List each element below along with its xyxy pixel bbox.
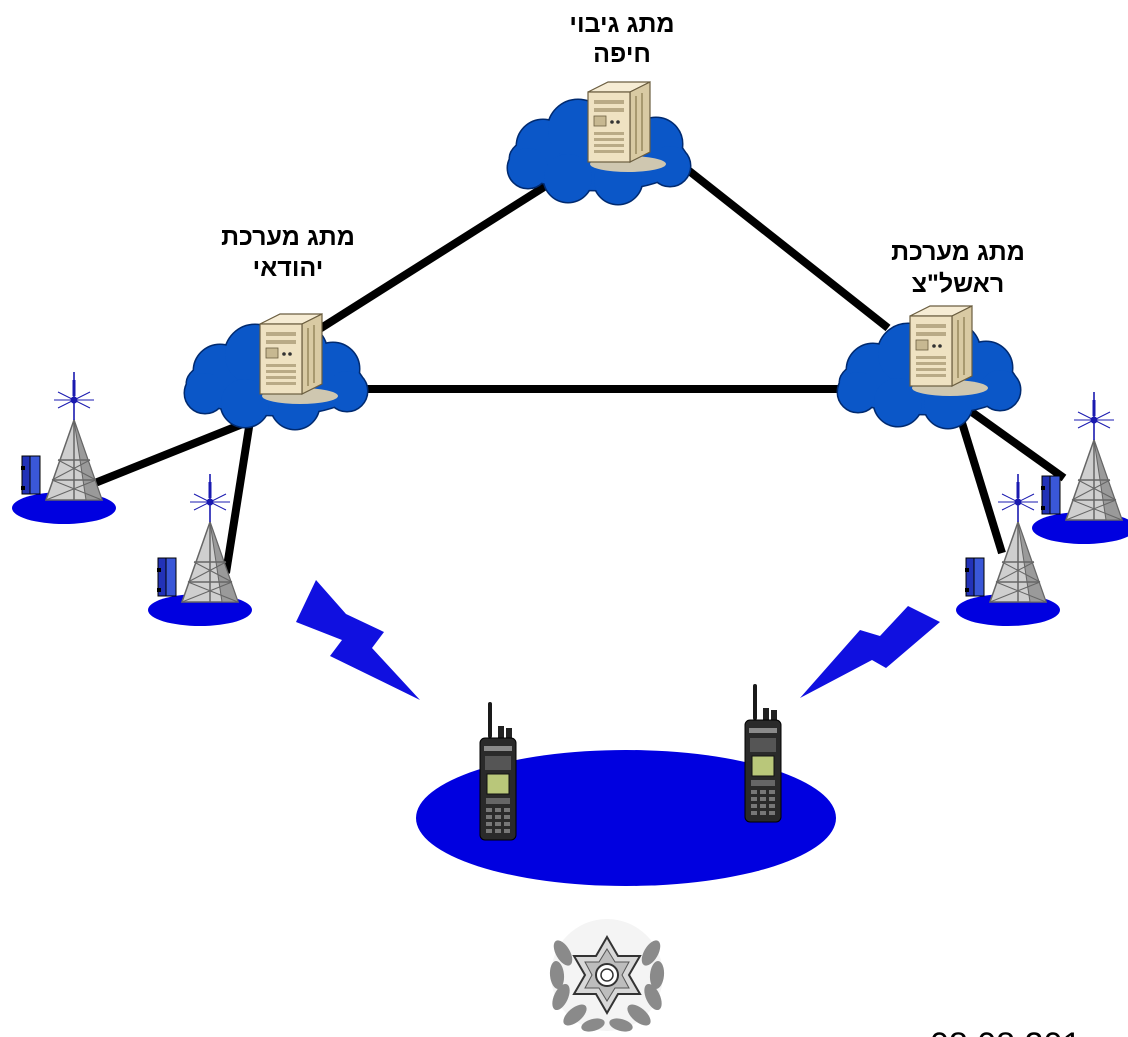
node-haifa: מתג גיבוי חיפה <box>506 10 692 206</box>
node-yehudai-label-line1: מתג מערכת <box>221 223 355 251</box>
link-left-tower1 <box>88 417 252 489</box>
handheld-radio-icon <box>479 701 517 841</box>
link-left-top <box>315 178 555 334</box>
node-rishon-label-line2: ראשל"צ <box>912 270 1004 298</box>
police-emblem-icon <box>549 919 665 1032</box>
links <box>88 166 1067 574</box>
node-rishon: מתג מערכת ראשל"צ <box>836 238 1025 430</box>
footer-date: 08.08.201 <box>930 1026 1081 1037</box>
link-right-tower1 <box>952 396 1067 482</box>
node-haifa-label-line2: חיפה <box>593 40 651 68</box>
node-yehudai-label-line2: יהודאי <box>253 254 324 282</box>
radio-tower-icon <box>10 370 118 526</box>
lightning-icon <box>296 580 420 700</box>
coverage-ellipse <box>416 750 836 886</box>
node-haifa-label-line1: מתג גיבוי <box>569 10 674 38</box>
link-right-tower2 <box>951 398 1006 555</box>
node-yehudai: מתג מערכת יהודאי <box>183 223 369 431</box>
lightning-icon <box>800 606 940 698</box>
node-rishon-label-line1: מתג מערכת <box>891 238 1025 266</box>
link-top-right <box>685 166 891 332</box>
link-left-tower2 <box>222 420 254 574</box>
handheld-radio-icon <box>744 683 782 823</box>
